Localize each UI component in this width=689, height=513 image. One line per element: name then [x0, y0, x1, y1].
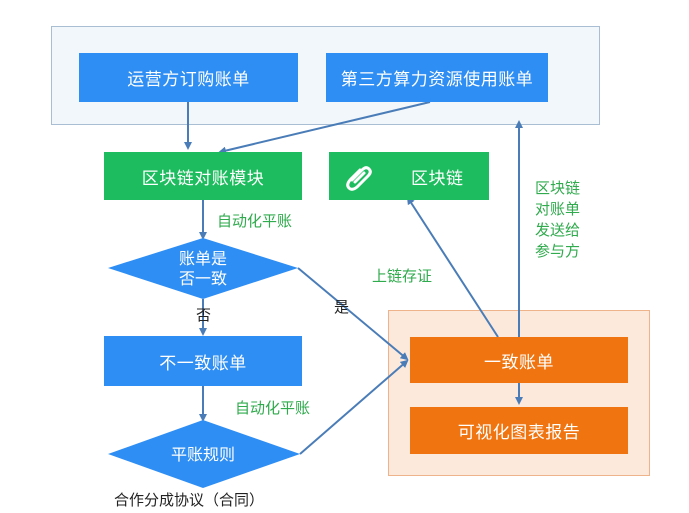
balance-rule-text: 平账规则 [143, 444, 263, 466]
check-consistency-diamond [108, 238, 298, 299]
consistent-bill-label: 一致账单 [484, 352, 554, 373]
send-line-1: 区块链 [535, 179, 581, 197]
arrow-consistent-to-chain [406, 196, 499, 338]
check-consistency-text: 账单是 否一致 [143, 248, 263, 290]
visual-report-box: 可视化图表报告 [410, 407, 628, 454]
check-line-2: 否一致 [178, 269, 227, 288]
inconsistent-bill-label: 不一致账单 [159, 353, 247, 374]
balance-rule-label: 平账规则 [170, 445, 235, 464]
consistent-bill-box: 一致账单 [410, 337, 628, 383]
blockchain-reconciliation-module: 区块链对账模块 [104, 152, 302, 200]
third-party-compute-bill-label: 第三方算力资源使用账单 [340, 70, 534, 90]
blockchain-label: 区块链 [411, 168, 464, 189]
no-label: 否 [196, 306, 212, 324]
check-line-1: 账单是 [178, 249, 227, 268]
balance-rule-diamond [108, 420, 300, 488]
visual-report-label: 可视化图表报告 [457, 423, 581, 443]
blockchain-box: 区块链 [329, 152, 489, 200]
inconsistent-bill-box: 不一致账单 [104, 336, 302, 386]
operator-order-bill-label: 运营方订购账单 [127, 70, 250, 90]
paperclip-icon [343, 160, 375, 192]
operator-order-bill: 运营方订购账单 [79, 53, 298, 102]
reconciliation-module-label: 区块链对账模块 [141, 168, 265, 189]
send-line-4: 参与方 [535, 242, 581, 260]
auto-balance-label-bottom: 自动化平账 [235, 399, 311, 417]
send-to-participants-label: 区块链 对账单 发送给 参与方 [535, 178, 595, 262]
arrow-rule-to-consistent [299, 359, 409, 455]
onchain-evidence-label: 上链存证 [372, 267, 433, 285]
auto-balance-label-top: 自动化平账 [217, 212, 293, 230]
arrow-third-party-to-module [218, 101, 431, 155]
cooperation-agreement-label: 合作分成协议（合同） [114, 491, 265, 509]
third-party-compute-bill: 第三方算力资源使用账单 [326, 53, 548, 102]
arrow-check-yes-to-consistent [297, 267, 409, 361]
yes-label: 是 [334, 298, 350, 316]
send-line-3: 发送给 [535, 221, 581, 239]
send-line-2: 对账单 [535, 200, 581, 218]
